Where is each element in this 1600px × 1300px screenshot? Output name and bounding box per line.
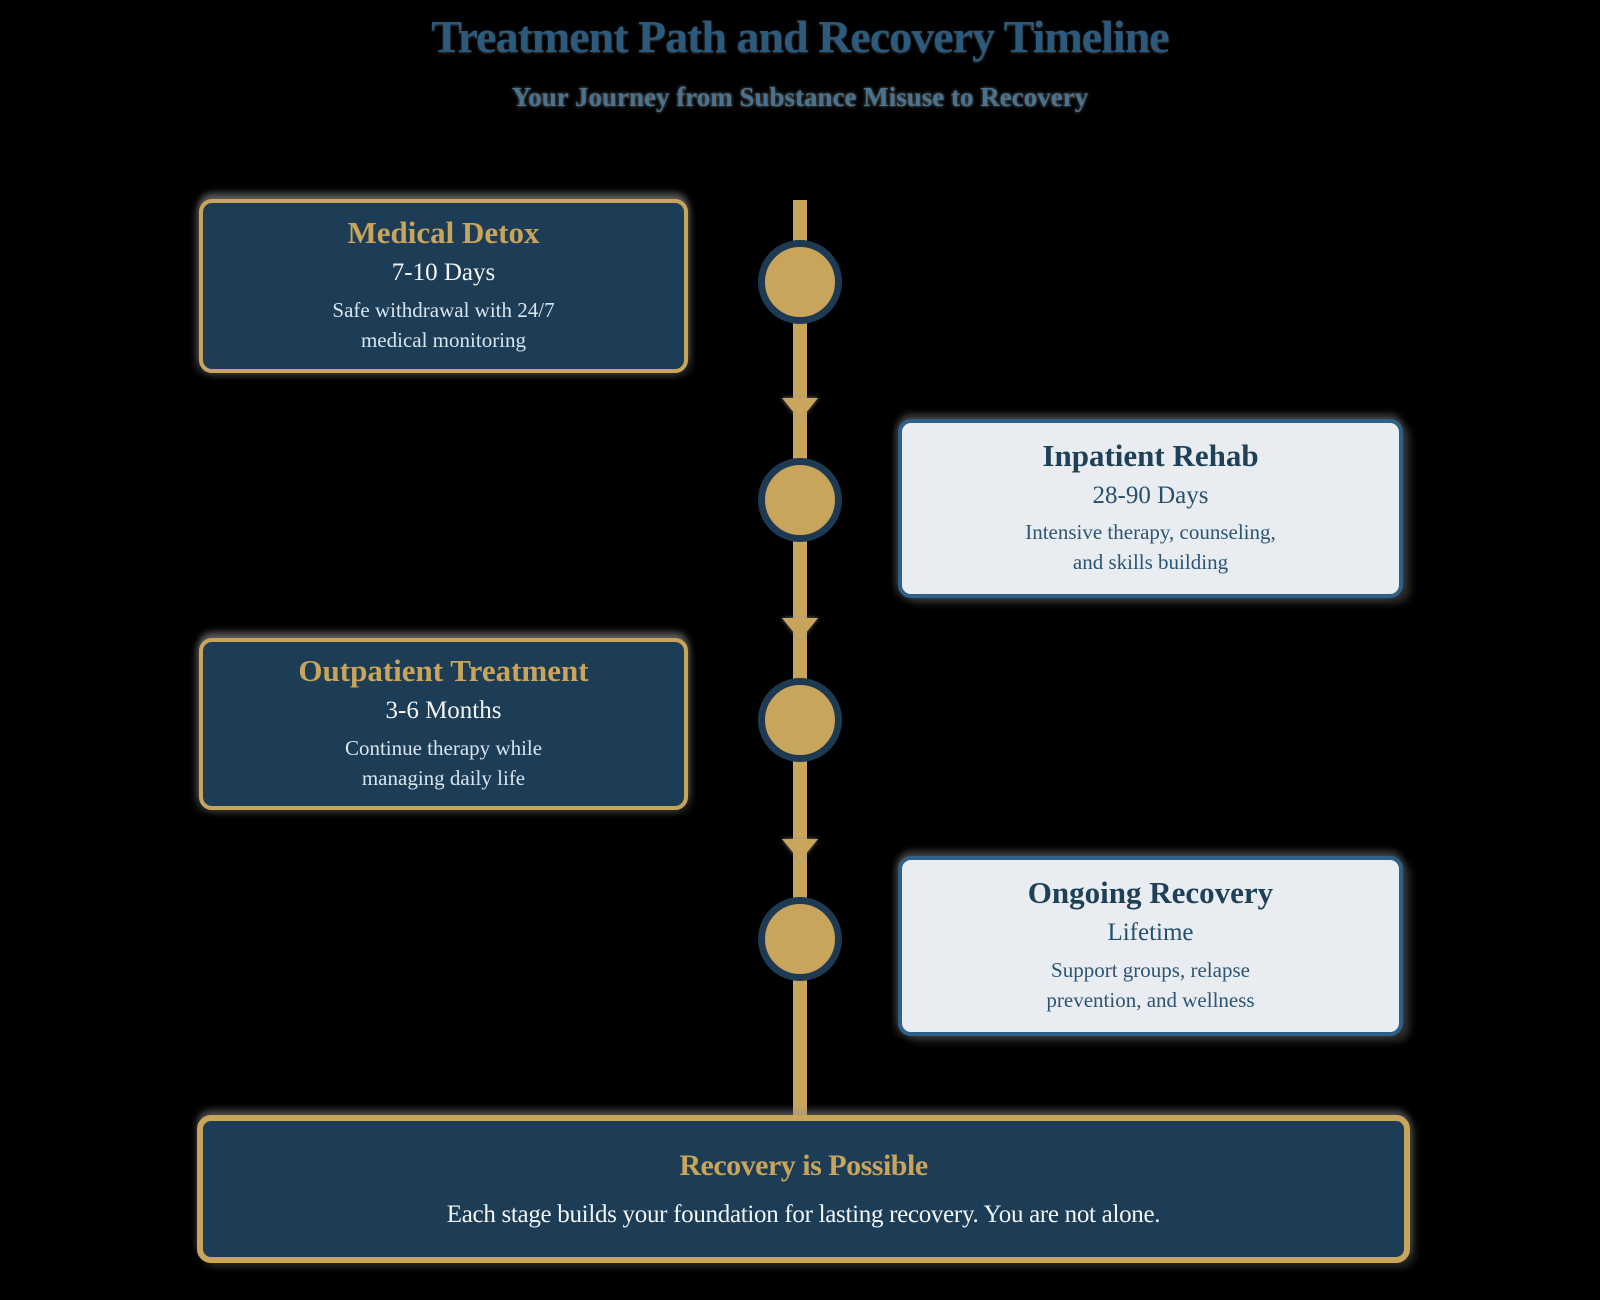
page-title: Treatment Path and Recovery Timeline (431, 11, 1169, 62)
stage-card-ongoing-recovery: Ongoing Recovery Lifetime Support groups… (898, 856, 1403, 1036)
stage-card-outpatient-treatment: Outpatient Treatment 3-6 Months Continue… (199, 638, 688, 810)
arrow-down-icon (782, 839, 818, 861)
stage-description: Continue therapy while managing daily li… (344, 735, 543, 790)
arrow-down-icon (782, 398, 818, 420)
stage-duration: 7-10 Days (391, 259, 496, 287)
timeline-node-2 (758, 458, 842, 542)
timeline-node-3 (758, 678, 842, 762)
stage-title: Outpatient Treatment (298, 653, 589, 689)
footer-title: Recovery is Possible (679, 1149, 928, 1182)
stage-duration: 3-6 Months (385, 697, 502, 725)
stage-duration: 28-90 Days (1092, 481, 1209, 509)
stage-description: Support groups, relapse prevention, and … (1046, 957, 1255, 1012)
stage-title: Inpatient Rehab (1042, 437, 1259, 473)
timeline-node-1 (758, 240, 842, 324)
stage-card-medical-detox: Medical Detox 7-10 Days Safe withdrawal … (199, 199, 688, 373)
footer-banner: Recovery is Possible Each stage builds y… (197, 1115, 1410, 1263)
stage-title: Medical Detox (347, 215, 540, 251)
stage-description: Intensive therapy, counseling, and skill… (1025, 520, 1276, 575)
stage-card-inpatient-rehab: Inpatient Rehab 28-90 Days Intensive the… (898, 419, 1403, 598)
footer-message: Each stage builds your foundation for la… (446, 1201, 1161, 1228)
timeline-node-4 (758, 897, 842, 981)
stage-title: Ongoing Recovery (1027, 875, 1274, 911)
arrow-down-icon (782, 618, 818, 640)
stage-description: Safe withdrawal with 24/7 medical monito… (332, 297, 555, 352)
timeline-line (793, 200, 807, 1115)
stage-duration: Lifetime (1107, 919, 1194, 947)
page-subtitle: Your Journey from Substance Misuse to Re… (511, 82, 1089, 112)
